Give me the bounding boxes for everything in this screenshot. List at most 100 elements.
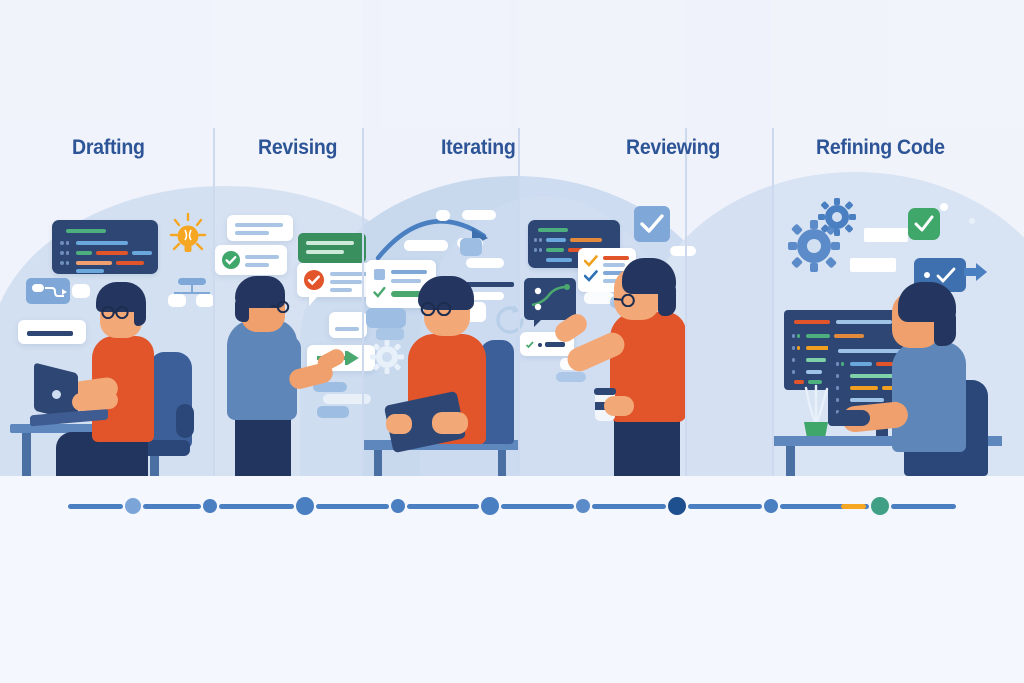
person-hand xyxy=(71,390,119,412)
comment-card xyxy=(227,215,293,241)
timeline-segment xyxy=(219,503,294,509)
chip-1 xyxy=(670,246,696,256)
ghost-banner-2 xyxy=(850,258,896,272)
panel-iterating xyxy=(362,0,524,476)
laptop-icon xyxy=(30,362,108,428)
timeline-milestone-dot[interactable] xyxy=(391,499,405,513)
timeline-segment xyxy=(407,503,479,509)
panel-revising xyxy=(213,0,375,476)
person-hair xyxy=(418,276,474,310)
timeline-segment xyxy=(780,503,869,509)
panel-divider-3 xyxy=(518,128,520,476)
person-torso xyxy=(892,342,966,452)
person-hand-left xyxy=(386,414,412,434)
panel-title-revising: Revising xyxy=(258,136,338,159)
timeline-segment xyxy=(592,503,666,509)
desk-leg-left xyxy=(22,433,31,476)
small-note-card xyxy=(329,312,367,338)
desk-leg-right xyxy=(498,450,506,476)
person-hair-side xyxy=(134,296,146,326)
ghost-chip-4 xyxy=(556,372,586,382)
timeline-segment xyxy=(501,503,574,509)
timeline-milestone-dot[interactable] xyxy=(481,497,499,515)
glasses-icon xyxy=(269,300,291,314)
glasses-icon xyxy=(610,293,636,308)
panel-titles: Drafting Revising Iterating Reviewing Re… xyxy=(0,136,1024,170)
timeline-milestone-dot[interactable] xyxy=(871,497,889,515)
flow-diagram-icon xyxy=(26,278,70,304)
person-hair-side xyxy=(934,306,956,346)
person-hand-cup xyxy=(604,396,634,416)
timeline-highlight-segment xyxy=(841,503,866,509)
chip-7 xyxy=(458,292,504,300)
ghost-bubble-1 xyxy=(366,308,406,328)
plant-icon xyxy=(798,380,834,438)
panel-divider-2 xyxy=(362,128,364,476)
green-check-card xyxy=(215,245,287,275)
arrow-right-icon xyxy=(964,262,988,282)
panel-divider-4 xyxy=(685,128,687,476)
process-illustration: Drafting Revising Iterating Reviewing Re… xyxy=(0,0,1024,476)
desk-leg-left xyxy=(786,446,795,476)
timeline-segment xyxy=(688,503,762,509)
timeline-milestone-dot[interactable] xyxy=(203,499,217,513)
placeholder-bar-2 xyxy=(323,394,371,404)
desk-surface xyxy=(362,440,518,450)
chip-6 xyxy=(466,258,504,268)
person-hand-right xyxy=(432,412,468,434)
placeholder-bar-3 xyxy=(317,406,349,418)
panel-divider-1 xyxy=(213,128,215,476)
dot-decoration-1 xyxy=(940,203,948,211)
gear-icon-small xyxy=(818,198,856,236)
panel-title-drafting: Drafting xyxy=(72,136,145,159)
desk-surface xyxy=(772,436,1002,446)
dot-decoration-2 xyxy=(969,218,975,224)
timeline-segment xyxy=(891,503,956,509)
ghost-chip-1 xyxy=(584,292,614,304)
timeline-milestone-dot[interactable] xyxy=(668,497,686,515)
glasses-icon xyxy=(100,305,130,320)
timeline-milestone-dot[interactable] xyxy=(125,498,141,514)
timeline-segment xyxy=(143,503,201,509)
checkmark-tile xyxy=(634,206,670,242)
chair-armrest xyxy=(176,404,194,438)
glasses-icon xyxy=(420,301,454,317)
chip-3 xyxy=(404,240,448,251)
panel-title-iterating: Iterating xyxy=(441,136,516,159)
mouse-icon xyxy=(836,410,870,426)
person-hair-side xyxy=(658,280,676,316)
process-progress-timeline xyxy=(0,476,1024,683)
node-tree-icon xyxy=(166,278,218,312)
timeline-segment xyxy=(68,503,123,509)
person-legs xyxy=(614,412,680,476)
timeline-segment xyxy=(316,503,389,509)
chip-5 xyxy=(460,238,482,256)
chip-2 xyxy=(462,210,496,220)
panel-title-reviewing: Reviewing xyxy=(626,136,721,159)
panel-divider-5 xyxy=(772,128,774,476)
panel-drafting xyxy=(0,0,214,476)
timeline-milestone-dot[interactable] xyxy=(576,499,590,513)
line-chart-card xyxy=(524,278,576,327)
ghost-banner-1 xyxy=(864,228,908,242)
gear-icon xyxy=(370,340,404,374)
lightbulb-icon xyxy=(168,212,208,260)
timeline-milestone-dot[interactable] xyxy=(296,497,314,515)
green-message-card xyxy=(298,233,366,263)
desk-leg-left xyxy=(374,450,382,476)
code-window xyxy=(52,220,158,274)
chip-1 xyxy=(436,210,450,221)
ghost-bubble-2 xyxy=(376,328,404,340)
dark-bar xyxy=(458,282,514,287)
person-hair-side xyxy=(235,296,249,322)
placeholder-bar-1 xyxy=(313,382,347,392)
timeline-milestone-dot[interactable] xyxy=(764,499,778,513)
green-check-tile xyxy=(908,208,940,240)
monitor-stand xyxy=(876,426,888,436)
text-field-card xyxy=(18,320,86,344)
flow-node-icon xyxy=(72,284,90,298)
panel-title-refining-code: Refining Code xyxy=(816,136,945,159)
panel-refining-code xyxy=(772,0,1024,476)
desk-surface xyxy=(10,424,170,433)
